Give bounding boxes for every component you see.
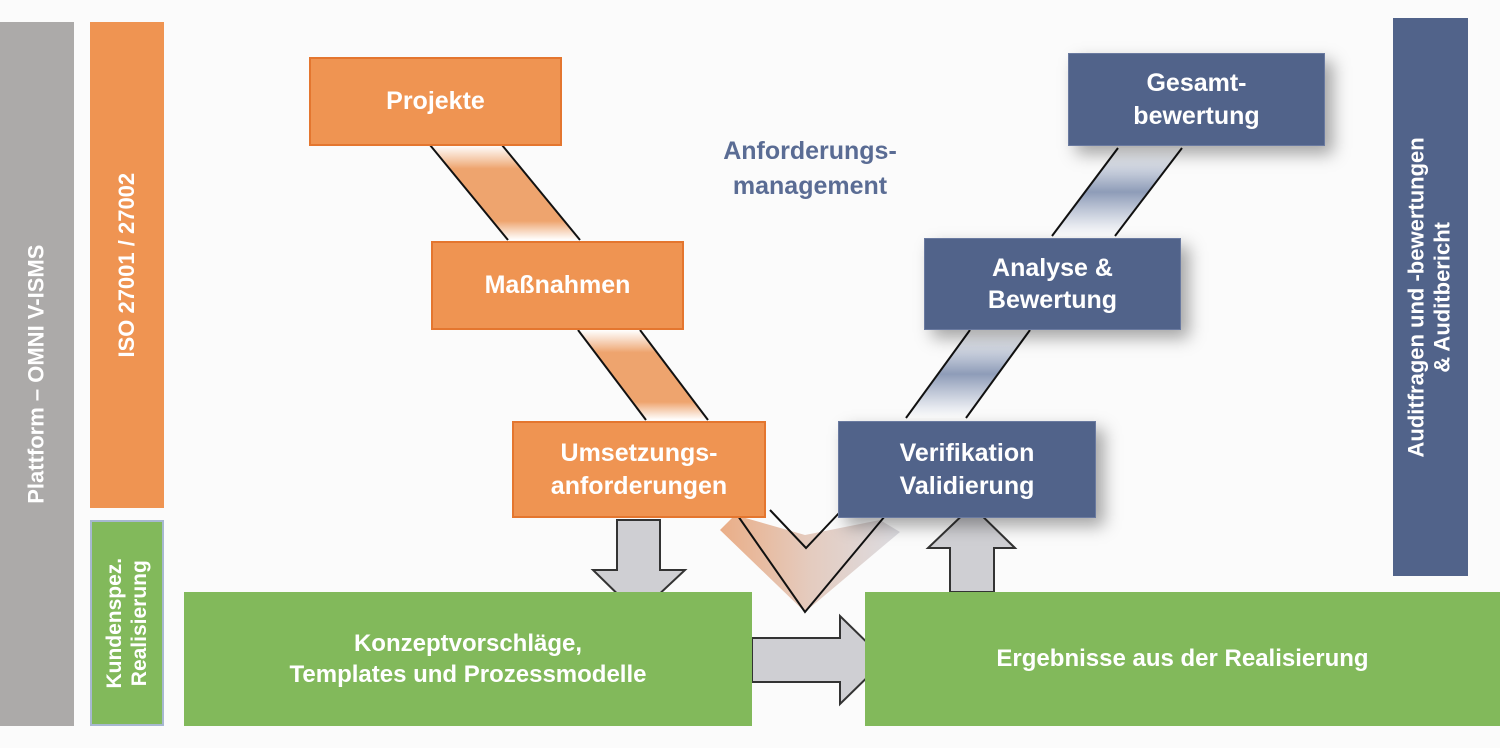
- verifikation-line1: Verifikation: [899, 439, 1035, 467]
- customer-label-line1: Kundenspez.: [102, 557, 126, 689]
- connector-analyse-gesamt: [1051, 147, 1183, 237]
- box-projekte: Projekte: [309, 57, 562, 146]
- umsetzung-line1: Umsetzungs-: [560, 439, 718, 467]
- audit-bar: Auditfragen und -bewertungen & Auditberi…: [1393, 18, 1468, 576]
- box-massnahmen: Maßnahmen: [431, 241, 684, 330]
- box-verifikation-validierung: Verifikation Validierung: [838, 421, 1096, 518]
- box-umsetzungsanforderungen: Umsetzungs- anforderungen: [512, 421, 766, 518]
- connector-projekte-massnahmen: [429, 144, 581, 241]
- v-connector: [720, 509, 900, 614]
- analyse-line1: Analyse &: [992, 253, 1113, 282]
- box-ergebnisse: Ergebnisse aus der Realisierung: [865, 592, 1500, 726]
- analyse-line2: Bewertung: [987, 286, 1118, 314]
- center-label-line2: management: [732, 172, 888, 200]
- customer-label: Kundenspez. Realisierung: [102, 558, 152, 689]
- box-gesamtbewertung: Gesamt- bewertung: [1068, 53, 1325, 146]
- umsetzung-line2: anforderungen: [550, 471, 728, 500]
- iso-label: ISO 27001 / 27002: [113, 172, 139, 358]
- konzept-line1: Konzeptvorschläge,: [353, 629, 583, 657]
- projekte-label: Projekte: [386, 87, 485, 116]
- audit-line1: Auditfragen und -bewertungen: [1404, 136, 1430, 458]
- gesamt-line1: Gesamt-: [1146, 69, 1247, 97]
- gesamt-line2: bewertung: [1133, 101, 1260, 130]
- audit-line2: & Auditbericht: [1430, 221, 1456, 373]
- platform-bar: Plattform – OMNI V-ISMS: [0, 22, 74, 726]
- verifikation-line2: Validierung: [899, 471, 1035, 500]
- customer-bar: Kundenspez. Realisierung: [90, 520, 164, 726]
- arrow-up-icon: [925, 504, 1018, 593]
- box-analyse-bewertung: Analyse & Bewertung: [924, 238, 1181, 330]
- arrow-right-icon: [751, 613, 887, 707]
- platform-label: Plattform – OMNI V-ISMS: [23, 244, 49, 504]
- konzept-line2: Templates und Prozessmodelle: [289, 661, 647, 688]
- audit-label: Auditfragen und -bewertungen & Auditberi…: [1404, 137, 1457, 457]
- box-konzeptvorschlaege: Konzeptvorschläge, Templates und Prozess…: [184, 592, 752, 726]
- massnahmen-label: Maßnahmen: [484, 271, 631, 300]
- customer-label-line2: Realisierung: [128, 559, 151, 687]
- iso-bar: ISO 27001 / 27002: [90, 22, 164, 508]
- connector-massnahmen-umsetzung: [577, 329, 709, 421]
- ergebnisse-label: Ergebnisse aus der Realisierung: [996, 645, 1369, 673]
- center-label-line1: Anforderungs-: [723, 137, 897, 165]
- anforderungsmanagement-label: Anforderungs- management: [680, 134, 940, 204]
- connector-verifikation-analyse: [905, 329, 1031, 419]
